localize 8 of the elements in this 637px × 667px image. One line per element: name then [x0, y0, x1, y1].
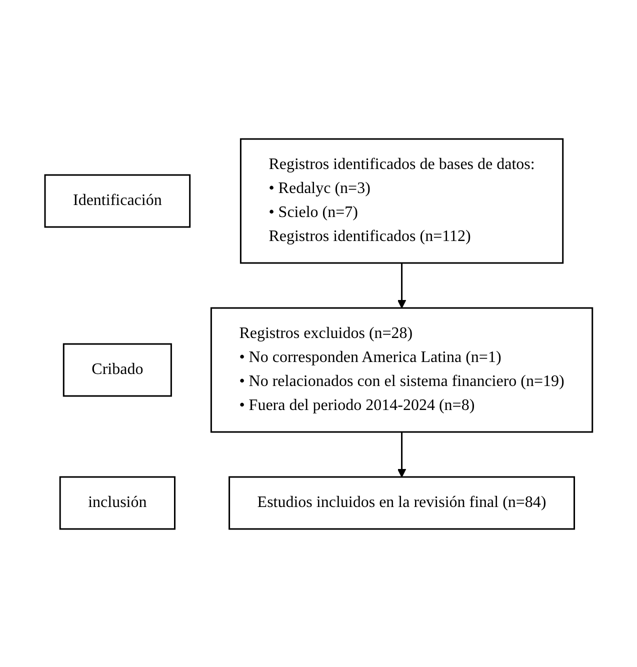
node-box: inclusión: [59, 476, 176, 530]
arrow: [397, 432, 406, 477]
node-box: Registros excluidos (n=28) • No corresponden America Latina (n=1) • No relacionados con el sistema financiero (n=19) • Fuera del periodo 2014-2024 (n=8): [210, 306, 593, 432]
node-box: Cribado: [62, 342, 172, 396]
node-box: Registros identificados de bases de datos: • Redalyc (n=3) • Scielo (n=7) Registros identificados (n=112): [240, 138, 564, 264]
arrow: [397, 262, 406, 308]
node-box: Estudios incluidos en la revisión final (n=84): [228, 476, 575, 530]
node-box: Identificación: [44, 174, 190, 228]
